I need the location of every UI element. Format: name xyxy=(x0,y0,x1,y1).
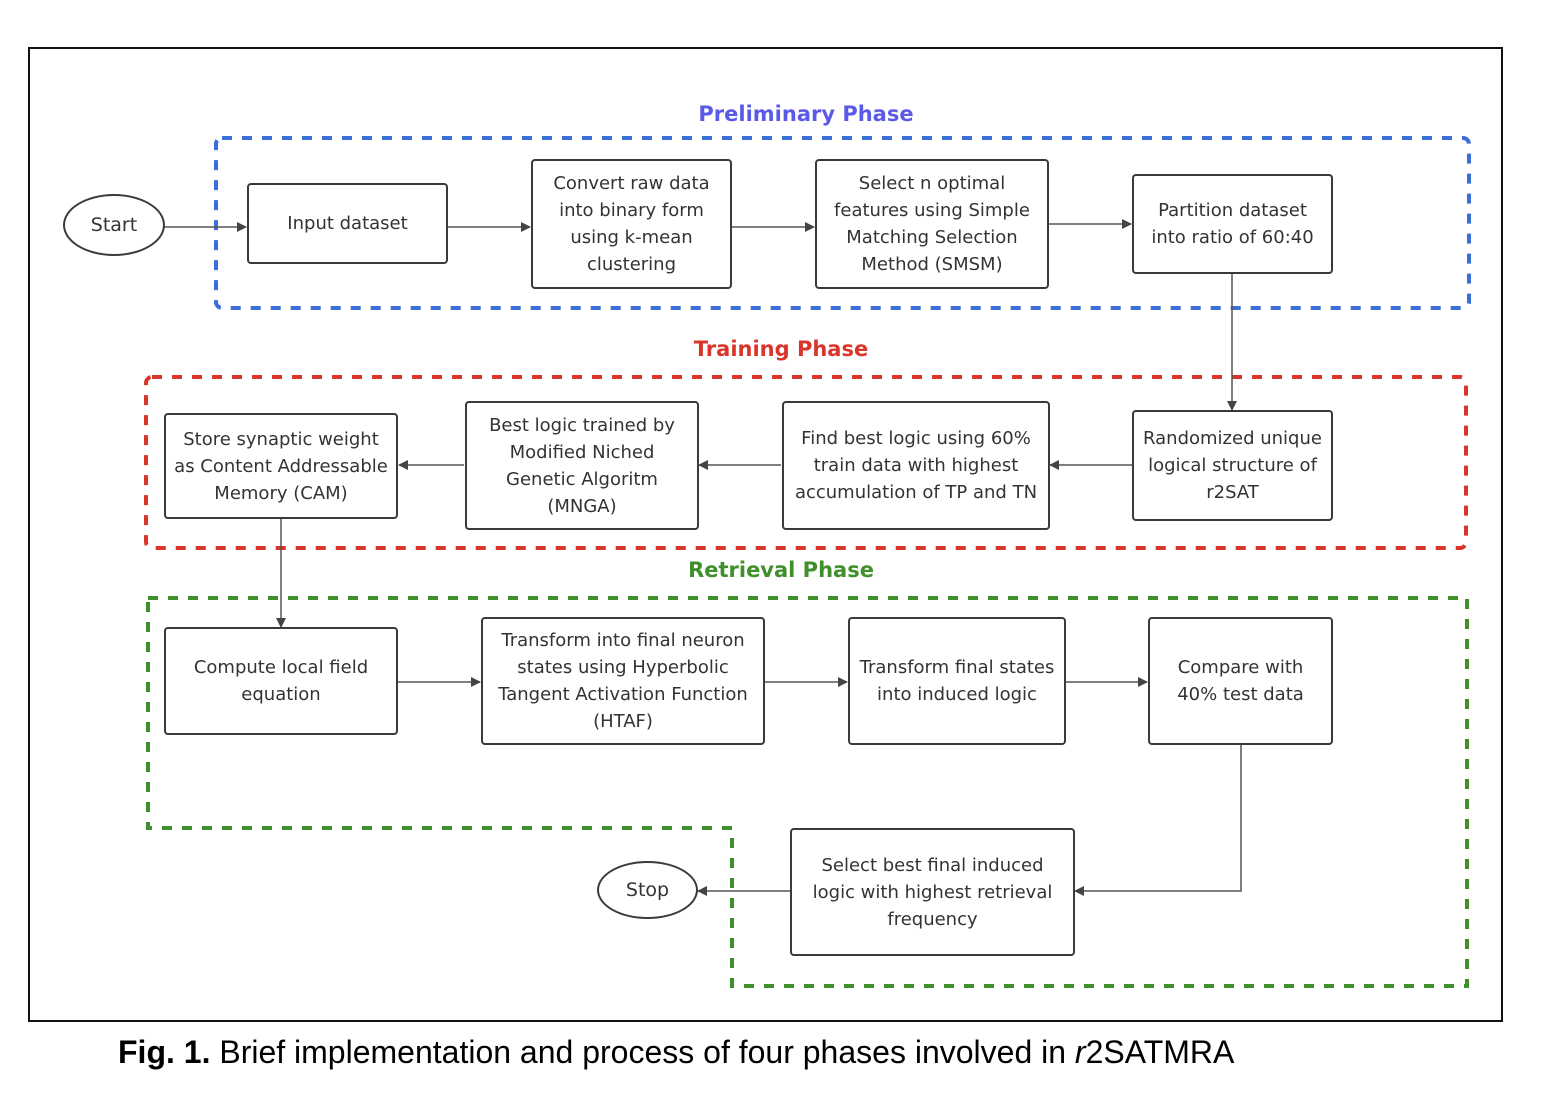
transform-final-states-node: Transform final states into induced logi… xyxy=(848,617,1066,745)
transform-neuron-states-node: Transform into final neuron states using… xyxy=(481,617,765,745)
input-dataset-node: Input dataset xyxy=(247,183,448,264)
caption-fig-number: Fig. 1. xyxy=(118,1034,211,1070)
caption-tail: 2SATMRA xyxy=(1085,1034,1235,1070)
find-best-logic-node: Find best logic using 60% train data wit… xyxy=(782,401,1050,530)
convert-raw-data-node: Convert raw data into binary form using … xyxy=(531,159,732,289)
training-phase-region xyxy=(144,375,1468,550)
retrieval-phase-label: Retrieval Phase xyxy=(688,558,874,582)
best-logic-mnga-node: Best logic trained by Modified Niched Ge… xyxy=(465,401,699,530)
compare-test-data-node: Compare with 40% test data xyxy=(1148,617,1333,745)
start-node: Start xyxy=(63,194,165,256)
caption-italic: r xyxy=(1074,1034,1086,1070)
stop-node: Stop xyxy=(597,861,698,919)
arrow-compare-to-selectbest xyxy=(1074,745,1242,896)
preliminary-phase-label: Preliminary Phase xyxy=(698,102,914,126)
retrieval-phase-region xyxy=(146,596,1469,988)
figure-frame xyxy=(28,47,1503,1022)
randomized-structure-node: Randomized unique logical structure of r… xyxy=(1132,410,1333,521)
partition-dataset-node: Partition dataset into ratio of 60:40 xyxy=(1132,174,1333,274)
training-phase-label: Training Phase xyxy=(693,337,869,361)
select-features-node: Select n optimal features using Simple M… xyxy=(815,159,1049,289)
compute-local-field-node: Compute local field equation xyxy=(164,627,398,735)
preliminary-phase-region xyxy=(214,136,1471,310)
caption-text: Brief implementation and process of four… xyxy=(210,1034,1075,1070)
figure-caption: Fig. 1. Brief implementation and process… xyxy=(118,1034,1234,1071)
select-best-induced-node: Select best final induced logic with hig… xyxy=(790,828,1075,956)
store-synaptic-weight-node: Store synaptic weight as Content Address… xyxy=(164,413,398,519)
